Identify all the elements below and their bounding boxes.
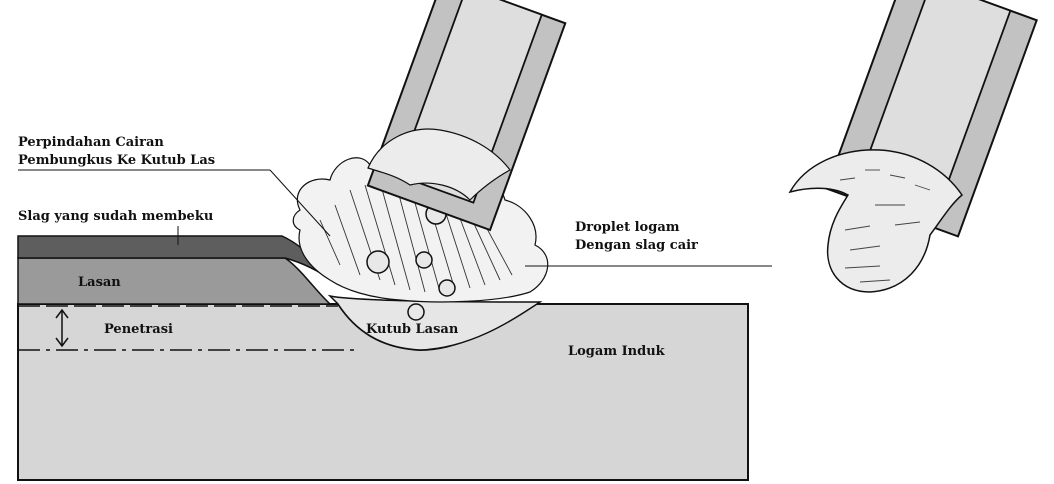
label-transfer-line2: Pembungkus Ke Kutub Las [18, 153, 215, 168]
label-transfer-line1: Perpindahan Cairan [18, 135, 164, 150]
label-penetration: Penetrasi [104, 322, 173, 337]
label-solid-slag: Slag yang sudah membeku [18, 209, 213, 224]
label-droplet-line1: Droplet logam [575, 220, 680, 235]
label-weld-pool: Kutub Lasan [366, 322, 459, 337]
droplet [439, 280, 455, 296]
side-droplet [790, 150, 962, 292]
droplet [408, 304, 424, 320]
droplet [367, 251, 389, 273]
weld-bead [18, 258, 330, 304]
label-weld: Lasan [78, 275, 121, 290]
label-base-metal: Logam Induk [568, 344, 666, 359]
label-droplet-line2: Dengan slag cair [575, 238, 698, 253]
droplet [416, 252, 432, 268]
